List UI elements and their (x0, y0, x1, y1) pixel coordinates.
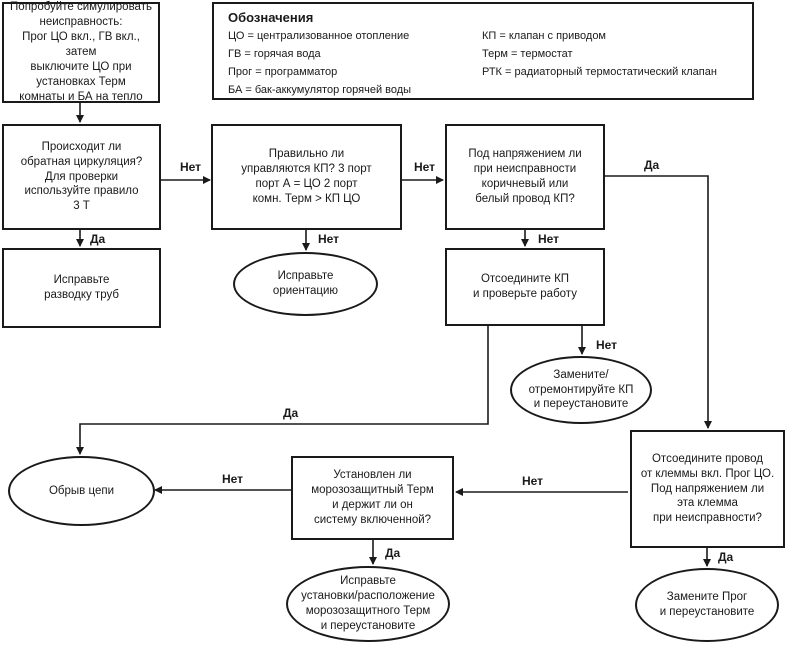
edge-label-reverse-no: Нет (180, 160, 202, 174)
node-question-reverse-circulation: Происходит ли обратная циркуляция? Для п… (2, 124, 161, 230)
edge-label-reverse-yes: Да (90, 232, 106, 246)
arrow-voltage-to-terminal (605, 175, 712, 429)
edge-label-frost-no: Нет (222, 472, 244, 486)
edge-label-voltage-yes: Да (644, 158, 660, 172)
node-disconnect-valve: Отсоедините КП и проверьте работу (445, 248, 605, 326)
legend-item-prog: Прог = программатор (228, 66, 338, 78)
edge-label-terminal-no: Нет (522, 474, 544, 488)
edge-label-terminal-yes: Да (718, 550, 734, 564)
legend-item-co: ЦО = централизованное отопление (228, 30, 410, 42)
legend-item-rtk: РТК = радиаторный термостатический клапа… (482, 66, 717, 78)
node-question-valve-voltage: Под напряжением ли при неисправности кор… (445, 124, 605, 230)
legend-item-gv: ГВ = горячая вода (228, 48, 321, 60)
legend-item-ba: БА = бак-аккумулятор горячей воды (228, 84, 412, 96)
edge-label-disconnect-yes: Да (283, 406, 299, 420)
edge-label-voltage-no: Нет (538, 232, 560, 246)
node-question-frost-thermostat: Установлен ли морозозащитный Терм и держ… (291, 456, 454, 540)
legend-item-term: Терм = термостат (482, 48, 573, 60)
node-question-programmer-terminal: Отсоедините провод от клеммы вкл. Прог Ц… (630, 430, 785, 548)
node-replace-valve: Замените/ отремонтируйте КП и переустано… (510, 356, 652, 424)
edge-label-frost-yes: Да (385, 546, 401, 560)
legend-title: Обозначения (228, 10, 314, 25)
node-question-valve-control: Правильно ли управляются КП? 3 порт порт… (211, 124, 402, 230)
legend-item-kp: КП = клапан с приводом (482, 30, 606, 42)
node-start-simulate-fault: Попробуйте симулировать неисправность: П… (2, 1, 160, 103)
node-open-circuit: Обрыв цепи (8, 456, 155, 526)
node-replace-programmer: Замените Прог и переустановите (635, 568, 779, 642)
node-fix-orientation: Исправьте ориентацию (233, 252, 378, 316)
node-fix-frost-thermostat: Исправьте установки/расположение морозоз… (286, 566, 450, 642)
edge-label-valve-no: Нет (414, 160, 436, 174)
arrow-disconnect-to-open-circuit (76, 326, 489, 455)
legend-box: Обозначения ЦО = централизованное отопле… (212, 2, 754, 100)
edge-label-disconnect-no: Нет (596, 338, 618, 352)
edge-label-orientation-no: Нет (318, 232, 340, 246)
node-fix-piping: Исправьте разводку труб (2, 248, 161, 328)
